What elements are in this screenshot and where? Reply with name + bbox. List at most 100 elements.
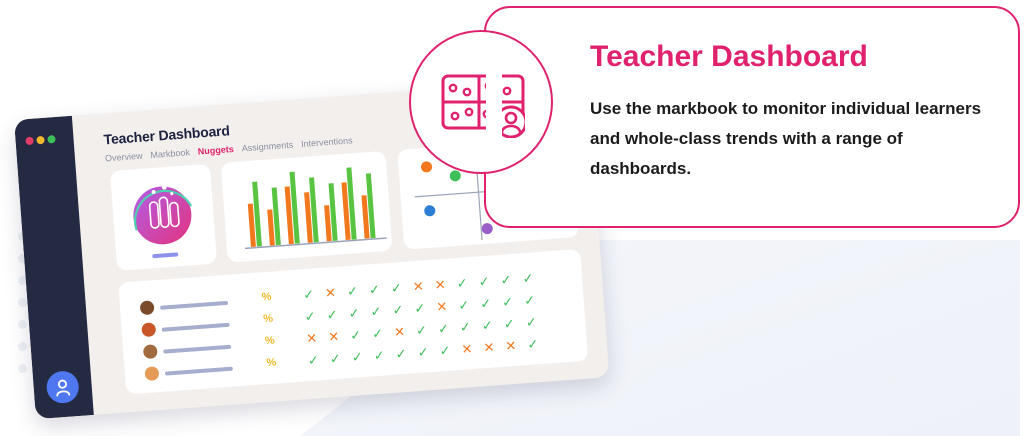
cross-icon: ✕ — [435, 298, 448, 315]
tick-icon: ✓ — [437, 320, 450, 337]
tick-icon: ✓ — [526, 336, 539, 352]
bar-3-0 — [304, 192, 313, 243]
tick-icon: ✓ — [371, 325, 384, 342]
science-flask-icon — [133, 184, 192, 245]
tick-icon: ✓ — [351, 349, 364, 365]
cross-icon: ✕ — [412, 278, 425, 295]
nugget-card — [110, 163, 218, 271]
bar-chart-card — [220, 150, 393, 263]
feature-callout: Teacher Dashboard Use the markbook to mo… — [484, 6, 1020, 228]
bar-6-1 — [365, 173, 376, 239]
tick-icon: ✓ — [349, 327, 362, 343]
callout-join — [486, 60, 502, 152]
learner-avatar — [144, 366, 160, 382]
scatter-point-2 — [424, 205, 436, 217]
tick-icon: ✓ — [304, 308, 317, 325]
learner-percent: % — [261, 290, 272, 304]
bar-chart — [244, 167, 387, 250]
tick-icon: ✓ — [326, 306, 339, 323]
scatter-point-0 — [421, 161, 433, 173]
cross-icon: ✕ — [460, 341, 473, 357]
tab-interventions[interactable]: Interventions — [300, 135, 353, 150]
learner-percent: % — [266, 356, 277, 370]
window-dot-1[interactable] — [36, 135, 45, 145]
tick-icon: ✓ — [523, 292, 536, 309]
bar-baseline — [244, 237, 387, 250]
bar-3-1 — [309, 177, 319, 243]
tick-icon: ✓ — [373, 347, 386, 364]
bar-5-1 — [346, 167, 357, 240]
tick-icon: ✓ — [329, 350, 342, 367]
learner-rows: % ✓ ✕ ✓ ✓ ✓ ✕ ✕ ✓ ✓ ✓ ✓% ✓ ✓ ✓ ✓ ✓ ✓ ✕ ✓ ✓ ✓ ✓% ✕ ✕ ✓ ✓ ✕ ✓ ✓ ✓ ✓ ✓ ✓% ✓ ✓ ✓… — [139, 267, 584, 387]
tick-icon: ✓ — [370, 303, 382, 320]
learner-name-placeholder — [164, 366, 233, 376]
learner-name-placeholder — [163, 344, 232, 354]
callout-description: Use the markbook to monitor individual l… — [590, 99, 982, 178]
bar-1-1 — [271, 187, 281, 246]
mockup-title: Teacher Dashboard — [103, 122, 231, 148]
learner-avatar — [139, 300, 155, 316]
cross-icon: ✕ — [482, 339, 495, 356]
tick-icon: ✓ — [368, 281, 381, 298]
tab-assignments[interactable]: Assignments — [241, 139, 294, 154]
scatter-point-1 — [449, 170, 461, 182]
tick-icon: ✓ — [500, 272, 513, 288]
bar-2-1 — [289, 171, 300, 244]
tick-icon: ✓ — [501, 293, 514, 310]
bar-0-0 — [247, 203, 256, 247]
tick-icon: ✓ — [478, 273, 491, 290]
bar-2-0 — [284, 186, 294, 245]
cross-icon: ✕ — [393, 323, 406, 340]
tick-icon: ✓ — [391, 302, 404, 318]
user-icon — [56, 379, 71, 397]
tick-icon: ✓ — [348, 305, 361, 321]
window-dot-2[interactable] — [47, 135, 56, 144]
bar-1-0 — [267, 209, 275, 246]
learner-name-placeholder — [161, 322, 230, 332]
scatter-card — [397, 137, 580, 250]
tick-icon: ✓ — [307, 352, 320, 369]
cross-icon: ✕ — [434, 276, 447, 293]
tick-icon: ✓ — [395, 345, 408, 362]
callout-title: Teacher Dashboard — [590, 40, 868, 73]
bar-4-0 — [324, 205, 332, 242]
cross-icon: ✕ — [305, 330, 318, 347]
dashboard-mockup: Teacher Dashboard Overview Markbook Nugget… — [14, 77, 610, 420]
bar-5-0 — [341, 182, 351, 241]
bar-6-0 — [361, 195, 370, 239]
tick-icon: ✓ — [457, 297, 470, 313]
learner-avatar — [142, 344, 158, 360]
tick-icon: ✓ — [521, 270, 534, 287]
avatar-button[interactable] — [45, 370, 80, 405]
bar-4-1 — [328, 183, 338, 241]
window-controls — [25, 130, 59, 150]
learner-avatar — [141, 322, 157, 338]
tab-nuggets[interactable]: Nuggets — [197, 143, 235, 157]
tick-icon: ✓ — [479, 295, 492, 312]
tab-overview[interactable]: Overview — [104, 150, 143, 164]
mockup-window: Teacher Dashboard Overview Markbook Nugget… — [14, 77, 610, 420]
bar-0-1 — [252, 181, 262, 247]
cross-icon: ✕ — [504, 337, 517, 354]
tick-icon: ✓ — [413, 300, 426, 317]
learner-name-placeholder — [160, 300, 229, 310]
tick-icon: ✓ — [456, 275, 469, 291]
tick-icon: ✓ — [525, 314, 538, 331]
tick-icon: ✓ — [459, 319, 472, 335]
tick-icon: ✓ — [503, 315, 516, 332]
scatter-plot — [414, 160, 521, 241]
tick-icon: ✓ — [390, 280, 403, 296]
learner-percent: % — [262, 312, 274, 326]
mockup-sidebar — [14, 115, 94, 420]
tick-icon: ✓ — [346, 283, 359, 300]
dashboard-learner-icon — [441, 74, 525, 138]
tab-markbook[interactable]: Markbook — [150, 147, 191, 161]
window-dot-0[interactable] — [25, 136, 34, 146]
tick-icon: ✓ — [415, 322, 428, 339]
markbook-card: % ✓ ✕ ✓ ✓ ✓ ✕ ✕ ✓ ✓ ✓ ✓% ✓ ✓ ✓ ✓ ✓ ✓ ✕ ✓ ✓ ✓ ✓% ✕ ✕ ✓ ✓ ✕ ✓ ✓ ✓ ✓ ✓ ✓% ✓ ✓ ✓… — [118, 248, 589, 395]
icon-badge — [409, 30, 553, 174]
tick-icon: ✓ — [417, 344, 430, 361]
tick-icon: ✓ — [302, 286, 315, 303]
tick-icon: ✓ — [481, 317, 494, 334]
learner-percent: % — [264, 334, 276, 348]
